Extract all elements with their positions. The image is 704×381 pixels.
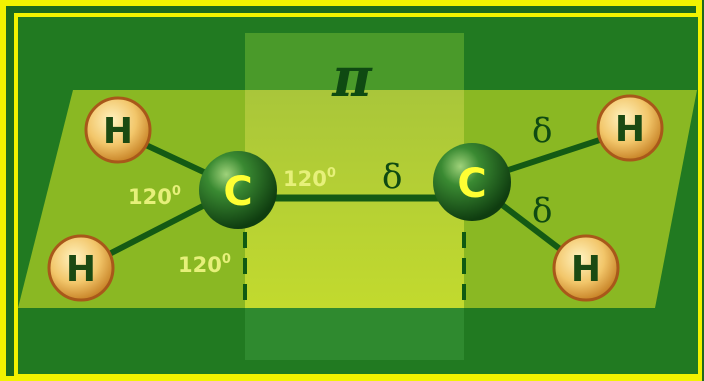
delta-label-upper-right: δ — [532, 111, 552, 151]
pi-band-bottom — [245, 308, 464, 360]
carbon-right-label: C — [457, 161, 486, 207]
angle-label-left-lower: 1200 — [178, 252, 231, 277]
hydrogen-bottom-right-label: H — [571, 249, 601, 290]
carbon-atom-right: C — [433, 143, 511, 221]
hydrogen-atom-top-right: H — [596, 94, 664, 162]
hydrogen-bottom-left-label: H — [66, 249, 96, 290]
angle-label-left-upper: 1200 — [128, 184, 181, 209]
delta-label-lower-right: δ — [532, 191, 552, 231]
hydrogen-top-left-label: H — [103, 111, 133, 152]
pi-band-top — [245, 33, 464, 90]
hydrogen-atom-top-left: H — [84, 96, 152, 164]
delta-label-cc: δ — [382, 157, 402, 197]
hydrogen-top-right-label: H — [615, 109, 645, 150]
hydrogen-atom-bottom-left: H — [47, 234, 115, 302]
pi-label: π — [331, 45, 373, 109]
angle-label-center: 1200 — [283, 166, 336, 191]
hydrogen-atom-bottom-right: H — [552, 234, 620, 302]
carbon-atom-left: C — [199, 151, 277, 229]
carbon-left-label: C — [223, 169, 252, 215]
